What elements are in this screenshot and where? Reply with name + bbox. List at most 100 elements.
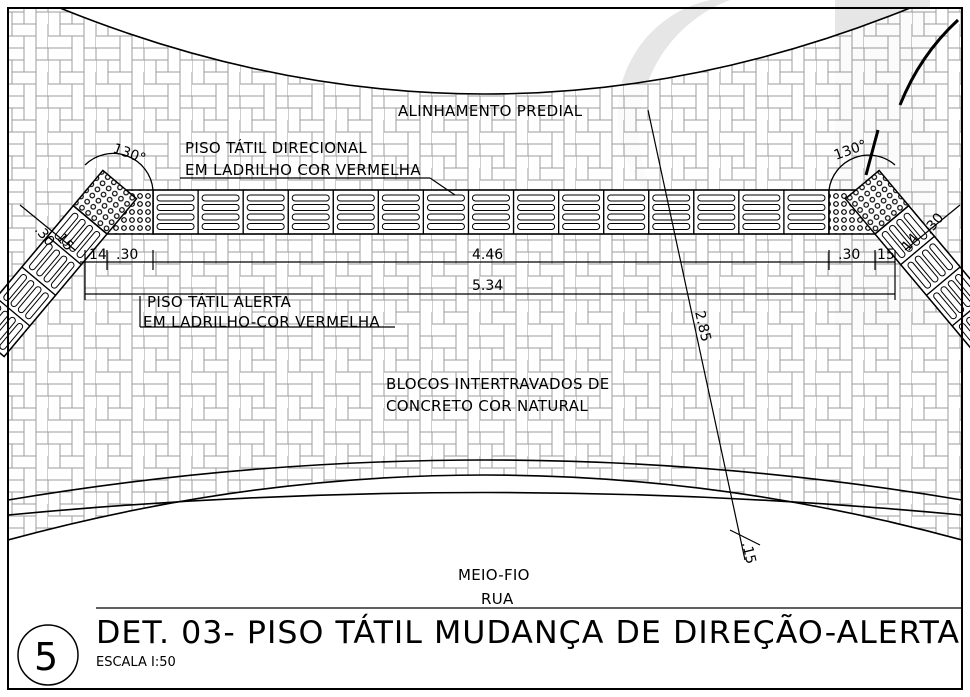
- directional-bar: [697, 223, 736, 230]
- directional-bar: [336, 213, 375, 221]
- angle-arc-left: [84, 152, 154, 191]
- directional-bar: [381, 213, 420, 221]
- directional-bar: [156, 213, 195, 221]
- dim-right-30: .30: [838, 247, 860, 263]
- label-direcional-2: EM LADRILHO COR VERMELHA: [185, 161, 421, 179]
- directional-bar: [201, 204, 240, 211]
- directional-bar: [471, 204, 511, 211]
- right-diagonal-strip: [844, 169, 970, 358]
- label-alerta-2: EM LADRILHO-COR VERMELHA: [143, 313, 380, 331]
- label-direcional-1: PISO TÁTIL DIRECIONAL: [185, 138, 367, 157]
- directional-bar: [787, 213, 826, 221]
- directional-bar: [652, 223, 691, 230]
- directional-bar: [652, 204, 691, 211]
- hand-marks: [864, 18, 960, 176]
- detail-number: 5: [34, 635, 58, 679]
- directional-bar: [955, 274, 970, 301]
- directional-bar: [426, 223, 465, 230]
- label-alinhamento: ALINHAMENTO PREDIAL: [398, 102, 583, 120]
- directional-bar: [3, 274, 27, 301]
- directional-bar: [28, 243, 53, 271]
- angle-arc-right: [828, 154, 896, 191]
- directional-strip: [152, 189, 830, 235]
- dim-diag-15: .15: [738, 540, 759, 565]
- curb-outer: [8, 491, 962, 516]
- directional-bar: [201, 223, 240, 230]
- directional-bar: [36, 249, 60, 277]
- directional-bar: [903, 212, 928, 240]
- directional-bar: [201, 194, 240, 202]
- directional-bar: [517, 194, 556, 202]
- directional-bar: [246, 213, 285, 221]
- label-blocos-1: BLOCOS INTERTRAVADOS DE: [386, 375, 610, 393]
- alinhamento-curve: [59, 8, 911, 95]
- directional-bar: [652, 194, 691, 202]
- directional-bar: [562, 213, 601, 221]
- directional-bar: [933, 292, 957, 320]
- dim-left-14: 14: [89, 247, 107, 263]
- label-blocos-2: CONCRETO COR NATURAL: [386, 397, 588, 415]
- directional-bar: [291, 223, 330, 230]
- leader-lines: [96, 177, 962, 609]
- dim-middle-446: 4.46: [472, 247, 503, 263]
- directional-bar: [607, 213, 646, 221]
- directional-bar: [922, 249, 946, 277]
- left-diagonal-strip: [0, 169, 138, 358]
- directional-bar: [562, 204, 601, 211]
- detail-number-circle: [17, 624, 79, 686]
- dim-left-30: .30: [116, 247, 138, 263]
- directional-bar: [54, 212, 79, 240]
- directional-bar: [907, 261, 932, 289]
- directional-bar: [742, 194, 781, 202]
- directional-bar: [246, 204, 285, 211]
- detail-scale: ESCALA I:50: [96, 655, 176, 670]
- directional-bar: [896, 218, 921, 246]
- directional-bar: [426, 204, 465, 211]
- directional-bar: [562, 194, 601, 202]
- directional-bar: [697, 204, 736, 211]
- directional-bar: [61, 218, 86, 246]
- directional-bar: [381, 223, 420, 230]
- directional-bar: [929, 243, 954, 271]
- directional-bar: [787, 194, 826, 202]
- label-meio-fio: MEIO-FIO: [458, 566, 530, 584]
- directional-bar: [291, 213, 330, 221]
- directional-bar: [381, 194, 420, 202]
- directional-bar: [787, 204, 826, 211]
- directional-bar: [156, 223, 195, 230]
- directional-bar: [426, 194, 465, 202]
- directional-tile: [951, 296, 970, 358]
- directional-bar: [0, 316, 16, 344]
- directional-bar: [471, 213, 511, 221]
- directional-bar: [69, 224, 93, 252]
- directional-bar: [966, 316, 970, 344]
- directional-bar: [517, 223, 556, 230]
- directional-bar: [156, 204, 195, 211]
- directional-bar: [336, 223, 375, 230]
- directional-bar: [471, 194, 511, 202]
- label-rua: RUA: [481, 590, 514, 608]
- directional-bar: [10, 280, 35, 308]
- directional-bar: [697, 194, 736, 202]
- directional-bar: [291, 194, 330, 202]
- directional-bar: [881, 231, 906, 258]
- directional-bar: [76, 231, 101, 258]
- directional-bar: [25, 292, 49, 320]
- directional-bar: [562, 223, 601, 230]
- street-edge: [8, 474, 962, 541]
- directional-bar: [0, 310, 9, 338]
- directional-bar: [381, 204, 420, 211]
- directional-bar: [336, 194, 375, 202]
- directional-bar: [246, 194, 285, 202]
- sidewalk-area: [8, 8, 962, 689]
- directional-bar: [426, 213, 465, 221]
- directional-bar: [471, 223, 511, 230]
- directional-bar: [201, 213, 240, 221]
- directional-bar: [336, 204, 375, 211]
- directional-bar: [742, 204, 781, 211]
- label-alerta-1: PISO TÁTIL ALERTA: [147, 292, 292, 311]
- curb-inner: [8, 459, 962, 501]
- directional-bar: [889, 224, 913, 252]
- dim-total-534: 5.34: [472, 278, 503, 294]
